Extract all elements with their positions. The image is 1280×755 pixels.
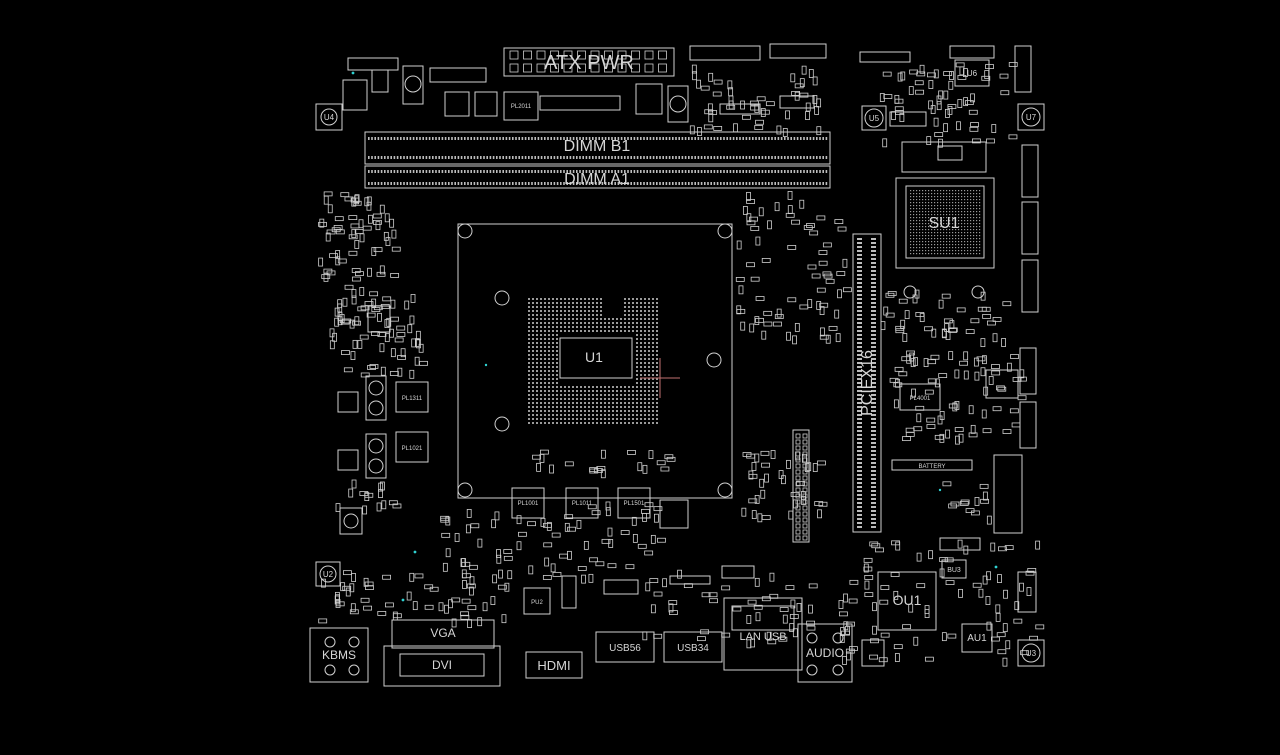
svg-text:DIMM A1: DIMM A1 <box>564 171 630 188</box>
svg-text:AUDIO: AUDIO <box>806 646 844 660</box>
cpu-socket: U1 <box>457 223 733 499</box>
dimm-a1-slot: DIMM A1 <box>364 165 831 189</box>
cpu-vrm: PL1001 PL1011 PL1501 PL1311 PL1021 <box>337 305 651 535</box>
kbms-port: KBMS <box>309 627 369 683</box>
right-side-headers: U3 <box>993 144 1045 667</box>
svg-text:DIMM B1: DIMM B1 <box>564 138 631 155</box>
svg-text:PL1021: PL1021 <box>402 446 423 452</box>
super-io-ou1: OU1 <box>877 571 937 631</box>
svg-text:VGA: VGA <box>430 626 455 640</box>
top-header-strip <box>689 43 1032 93</box>
misc-bottom-components: U2 PU2 <box>315 499 885 667</box>
vias <box>351 71 998 602</box>
usb56-port: USB56 <box>595 631 655 663</box>
svg-text:U3: U3 <box>1026 649 1037 658</box>
svg-text:AU1: AU1 <box>967 633 987 644</box>
chipset-su1: SU1 <box>895 141 995 299</box>
top-left-components: PL2011 U4 <box>315 57 689 131</box>
audio-port: AUDIO <box>797 623 853 683</box>
dvi-port: DVI <box>383 645 501 687</box>
svg-text:PL1501: PL1501 <box>624 501 645 507</box>
svg-text:U4: U4 <box>324 113 335 122</box>
left-passive-components <box>318 191 676 628</box>
usb34-port: USB34 <box>663 631 723 663</box>
atx-power-connector: ATX PWR <box>503 47 675 77</box>
pciex16-slot: PCIEX16 <box>852 233 882 533</box>
svg-text:U1: U1 <box>585 349 603 365</box>
hdmi-port: HDMI <box>525 651 583 679</box>
svg-text:USB56: USB56 <box>609 643 641 654</box>
svg-text:HDMI: HDMI <box>537 658 570 673</box>
svg-text:PL1311: PL1311 <box>402 396 423 402</box>
svg-text:U5: U5 <box>869 114 880 123</box>
svg-text:U7: U7 <box>1026 113 1037 122</box>
top-right-components: U5 U6 U7 <box>719 59 1045 131</box>
svg-text:PL2011: PL2011 <box>511 104 532 110</box>
dimm-b1-slot: DIMM B1 <box>364 131 831 165</box>
svg-text:PL4001: PL4001 <box>910 396 931 402</box>
svg-text:KBMS: KBMS <box>322 648 356 662</box>
svg-text:PU2: PU2 <box>531 600 543 606</box>
svg-text:PL1011: PL1011 <box>572 501 593 507</box>
lan-usb-port: LAN USB <box>723 597 803 671</box>
svg-text:PL1001: PL1001 <box>518 501 539 507</box>
svg-text:SU1: SU1 <box>928 215 959 232</box>
svg-text:U2: U2 <box>323 570 334 579</box>
svg-text:BU3: BU3 <box>947 567 961 574</box>
left-pcie-header <box>792 429 810 543</box>
svg-text:ATX PWR: ATX PWR <box>544 52 634 74</box>
battery-area: BATTERY PL4001 <box>891 369 1019 471</box>
svg-text:OU1: OU1 <box>893 592 922 608</box>
svg-text:BATTERY: BATTERY <box>918 464 945 470</box>
svg-text:DVI: DVI <box>432 658 452 672</box>
audio-codec-au1: AU1 <box>961 623 993 653</box>
svg-text:PCIEX16: PCIEX16 <box>859 350 876 416</box>
vga-port: VGA <box>391 619 495 649</box>
svg-text:U6: U6 <box>967 69 978 78</box>
right-passive-components <box>642 62 1045 667</box>
svg-text:USB34: USB34 <box>677 643 709 654</box>
